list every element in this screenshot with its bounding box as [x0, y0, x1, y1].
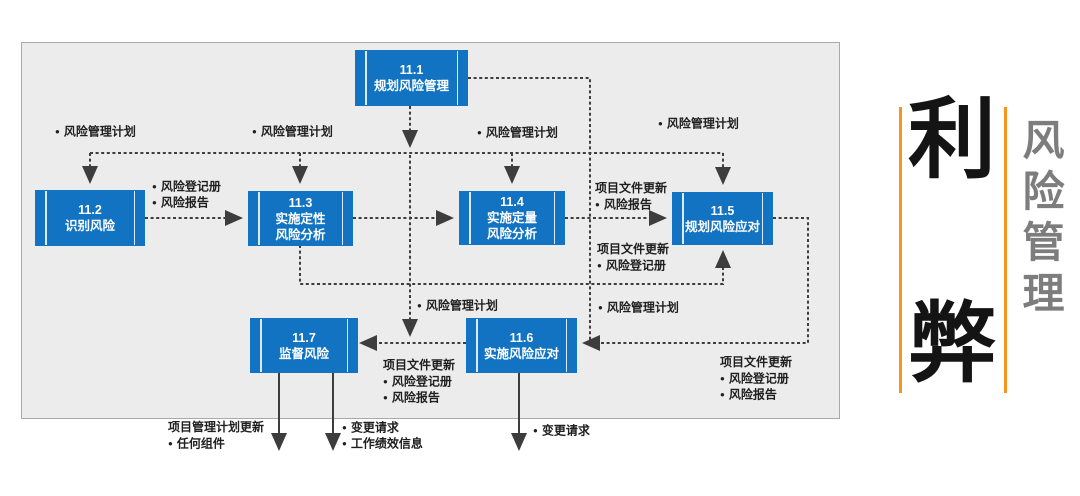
box-stripe [476, 319, 478, 372]
process-number: 11.2 [78, 203, 102, 217]
process-number: 11.5 [710, 203, 735, 218]
process-name: 实施定量 风险分析 [486, 211, 537, 241]
process-box-11-3: 11.3 实施定性 风险分析 [248, 191, 353, 246]
bullet-icon: ● [533, 426, 538, 435]
label-11-5-outputs: 项目文件更新 ●风险登记册 ●风险报告 [720, 355, 793, 401]
process-name: 监督风险 [278, 346, 329, 361]
label-11-6-outputs: 项目文件更新 ●风险登记册 ●风险报告 [383, 358, 456, 404]
bullet-icon: ● [342, 439, 347, 448]
label-11-7-output-right: ●变更请求 ●工作绩效信息 [342, 420, 423, 451]
bullet-icon: ● [658, 119, 663, 128]
bullet-icon: ● [598, 303, 603, 312]
bullet-icon: ● [383, 392, 388, 402]
bullet-icon: ● [252, 127, 257, 136]
box-stripe [133, 191, 135, 245]
process-box-11-1: 11.1 规划风险管理 [355, 50, 468, 106]
bullet-icon: ● [152, 198, 157, 207]
process-name: 规划风险应对 [684, 219, 760, 234]
process-box-11-7: 11.7 监督风险 [250, 318, 358, 373]
box-stripe [365, 51, 367, 105]
vertical-title: 风险管理 [1017, 118, 1064, 322]
label-risk-management-plan: ●风险管理计划 [55, 124, 136, 139]
bullet-icon: ● [720, 373, 725, 383]
label-risk-management-plan: ●风险管理计划 [477, 125, 558, 140]
process-number: 11.4 [500, 195, 524, 209]
process-name: 实施定性 风险分析 [275, 211, 326, 242]
bullet-icon: ● [342, 423, 347, 432]
process-name: 规划风险管理 [373, 79, 449, 93]
accent-line-left [899, 107, 902, 393]
box-stripe [258, 192, 260, 245]
label-11-4-outputs: 项目文件更新 ●风险报告 [595, 181, 668, 211]
bullet-icon: ● [597, 260, 602, 270]
process-number: 11.6 [509, 330, 534, 345]
bullet-icon: ● [152, 182, 157, 191]
label-risk-management-plan: ●风险管理计划 [658, 116, 739, 131]
bullet-icon: ● [720, 389, 725, 399]
box-stripe [682, 193, 684, 244]
label-11-6-output-bottom: ●变更请求 [533, 423, 590, 438]
process-box-11-2: 11.2 识别风险 [35, 190, 145, 246]
pros-char: 利 [907, 90, 996, 189]
process-name: 识别风险 [64, 219, 115, 233]
label-11-7-output-left: 项目管理计划更新 ●任何组件 [168, 420, 265, 450]
box-stripe [260, 319, 262, 372]
label-11-2-outputs: ●风险登记册 ●风险报告 [152, 179, 221, 210]
cons-char: 弊 [907, 294, 996, 393]
bullet-icon: ● [595, 199, 600, 209]
accent-line-right [1004, 107, 1007, 393]
process-box-11-6: 11.6 实施风险应对 [466, 318, 577, 373]
process-box-11-5: 11.5 规划风险应对 [672, 192, 773, 245]
process-number: 11.3 [288, 195, 313, 210]
label-risk-management-plan: ●风险管理计划 [598, 300, 679, 315]
box-stripe [761, 193, 763, 244]
process-name: 实施风险应对 [483, 346, 559, 361]
process-box-11-4: 11.4 实施定量 风险分析 [459, 191, 565, 245]
label-risk-management-plan: ●风险管理计划 [252, 124, 333, 139]
label-11-3-outputs: 项目文件更新 ●风险登记册 [597, 242, 670, 272]
bullet-icon: ● [55, 127, 60, 136]
box-stripe [469, 192, 471, 244]
box-stripe [341, 192, 343, 245]
box-stripe [553, 192, 555, 244]
label-risk-management-plan: ●风险管理计划 [417, 298, 498, 313]
bullet-icon: ● [477, 128, 482, 137]
box-stripe [456, 51, 458, 105]
process-number: 11.1 [399, 63, 424, 77]
process-number: 11.7 [292, 330, 316, 345]
bullet-icon: ● [383, 376, 388, 386]
bullet-icon: ● [168, 438, 173, 448]
box-stripe [346, 319, 348, 372]
box-stripe [565, 319, 567, 372]
bullet-icon: ● [417, 301, 422, 310]
box-stripe [45, 191, 47, 245]
